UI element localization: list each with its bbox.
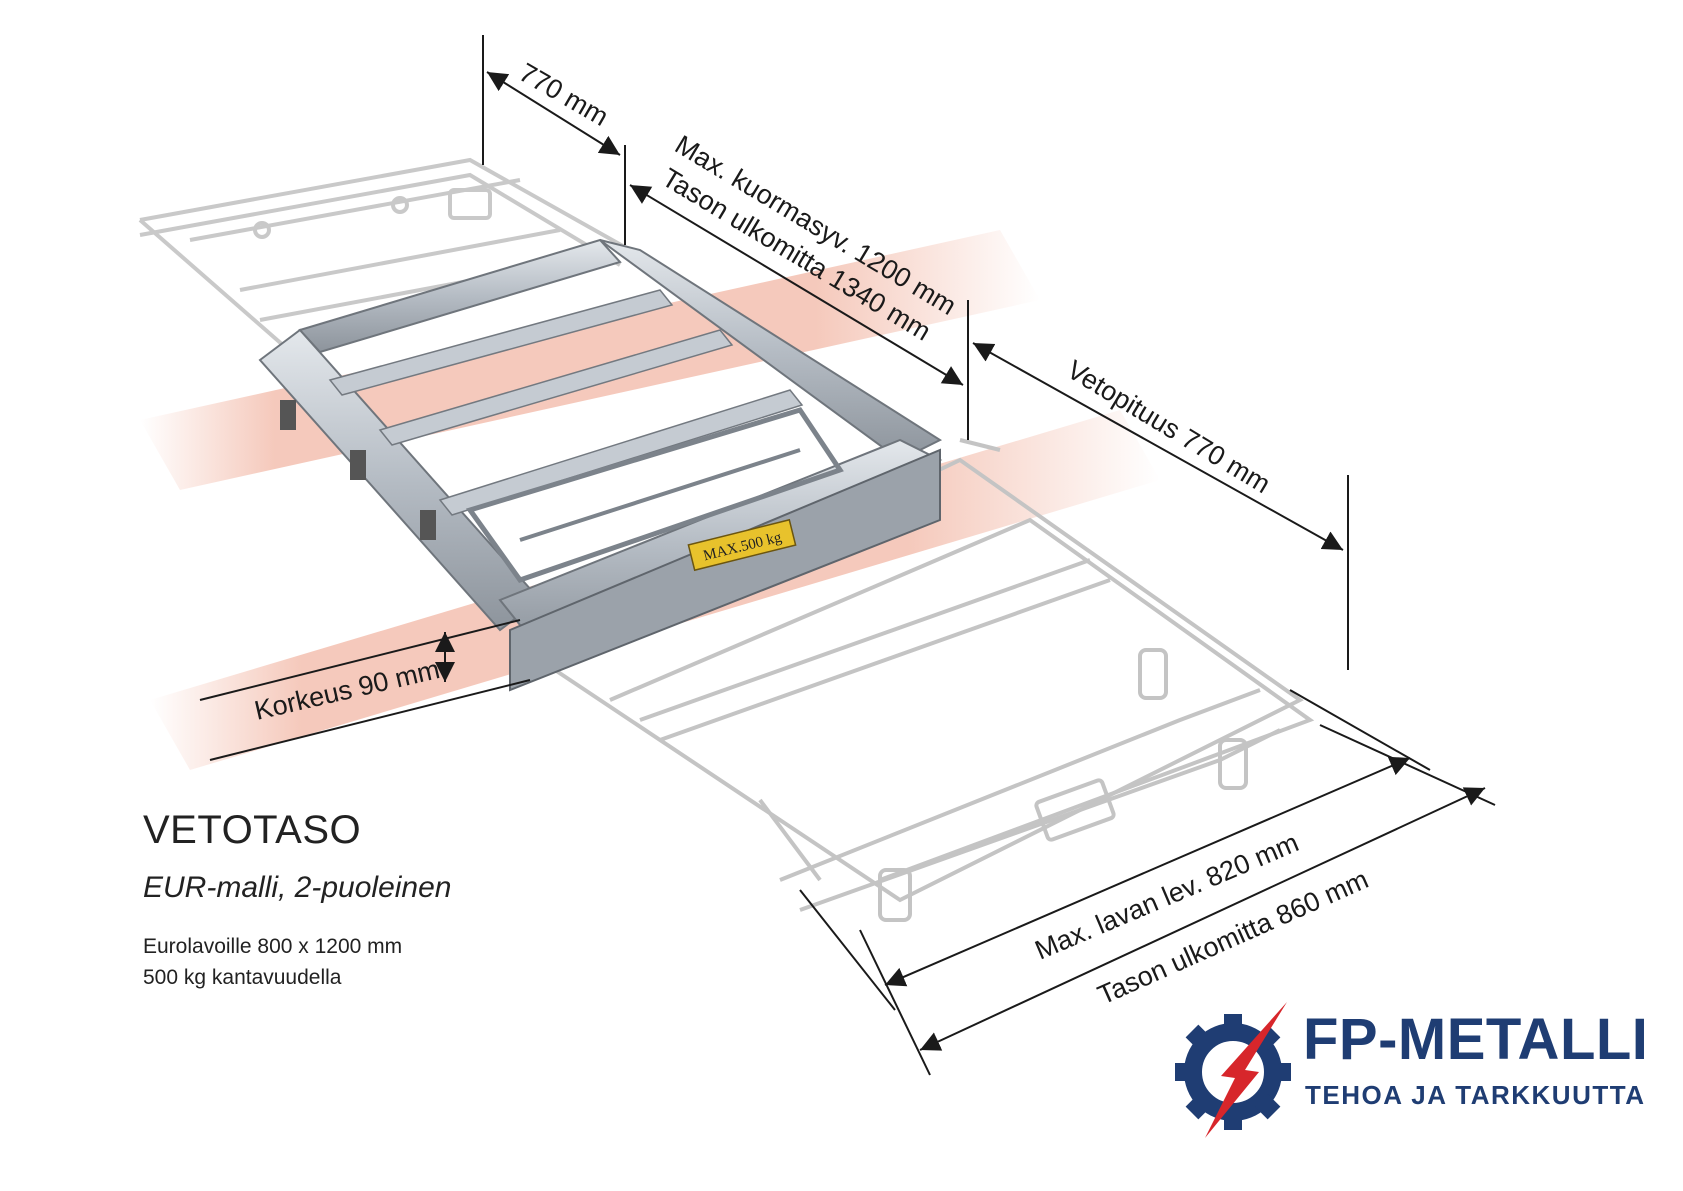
dimension-lines: [199, 35, 1496, 1076]
product-description: Eurolavoille 800 x 1200 mm 500 kg kantav…: [143, 931, 451, 993]
desc-line-2: 500 kg kantavuudella: [143, 966, 342, 989]
lightning-icon: [1205, 1002, 1287, 1138]
gear-icon: [1175, 1002, 1291, 1138]
product-info: VETOTASO EUR-malli, 2-puoleinen Eurolavo…: [143, 808, 451, 993]
product-subtitle: EUR-malli, 2-puoleinen: [143, 871, 452, 904]
desc-line-1: Eurolavoille 800 x 1200 mm: [143, 935, 403, 958]
brand-tagline: TEHOA JA TARKKUUTTA: [1305, 1080, 1646, 1110]
brand-logo: FP-METALLI TEHOA JA TARKKUUTTA: [1175, 1000, 1649, 1150]
product-title: VETOTASO: [143, 808, 362, 852]
dim-label-pallet-width: Max. lavan lev. 820 mm: [1031, 827, 1303, 965]
brand-name: FP-METALLI: [1303, 1007, 1649, 1072]
dim-label-outer-width: Tason ulkomitta 860 mm: [1093, 864, 1373, 1010]
